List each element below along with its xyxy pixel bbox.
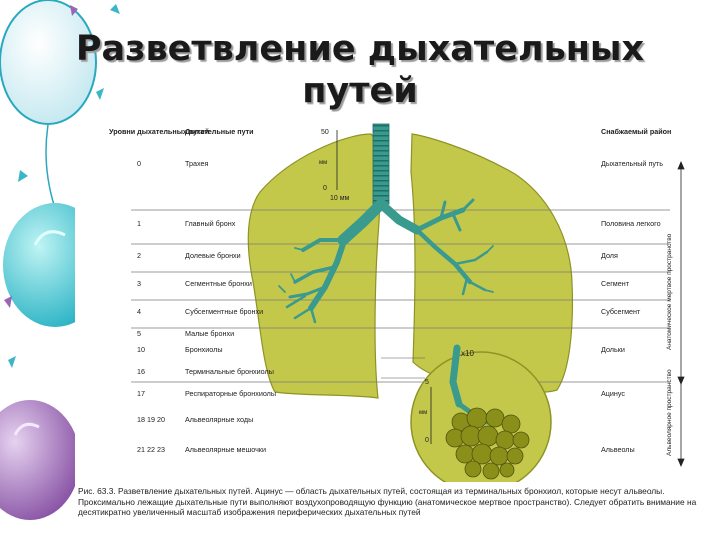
row-region: Дыхательный путь [601,159,663,168]
row-airway: Малые бронхи [185,329,234,338]
inset-scale-top: 5 [425,379,429,386]
title-line-1: Разветвление дыхательных [75,29,645,69]
alveoli-cluster [445,407,530,480]
row-level: 10 [137,345,145,354]
row-level: 0 [137,159,141,168]
scale-zero: 0 [323,185,327,192]
title-line-2: путей [302,71,418,111]
header-levels: Уровни дыхательных путей [109,127,209,136]
header-supply: Снабжаемый район [601,127,671,136]
trachea [372,123,390,205]
row-level: 18 19 20 [137,415,165,424]
row-airway: Альвеолярные ходы [185,415,253,424]
row-level: 16 [137,367,145,376]
magnified-acinus-inset: x10 5 мм 0 [410,344,552,482]
row-region: Сегмент [601,279,630,288]
row-airway: Бронхиолы [185,345,223,354]
row-level: 21 22 23 [137,445,165,454]
scale-bar: 50 мм 0 10 мм [319,129,350,202]
row-airway: Сегментные бронхи [185,279,252,288]
row-region: Дольки [601,345,625,354]
alveolar-space-label: Альвеолярное пространство [666,369,673,456]
scale-top: 50 [321,129,329,136]
row-region: Субсегмент [601,307,641,316]
inset-scale-zero: 0 [425,437,429,444]
page-title: Разветвление дыхательных путей [40,28,680,112]
row-separators [131,209,670,383]
row-level: 1 [137,219,141,228]
row-level: 2 [137,251,141,260]
right-lung [247,133,381,399]
row-level: 17 [137,389,145,398]
row-labels: 0 Трахея Дыхательный путь 1 Главный бронх Пол… [137,159,663,454]
row-region: Альвеолы [601,445,635,454]
row-airway: Терминальные бронхиолы [185,367,274,376]
balloon-icon [0,400,80,520]
row-level: 4 [137,307,141,316]
column-headers: Уровни дыхательных путей Дыхательные пут… [109,127,671,136]
bronchial-tree [278,123,494,324]
row-airway: Респираторные бронхиолы [185,389,276,398]
airway-branching-figure: x10 5 мм 0 50 мм 0 10 мм Уровни дыхатель… [75,122,720,540]
inset-scale-unit: мм [419,410,427,416]
scale-unit: мм [319,160,327,166]
row-region: Ацинус [601,389,625,398]
row-airway: Альвеолярные мешочки [185,445,266,454]
row-airway: Субсегментные бронхи [185,307,263,316]
figure-caption: Рис. 63.3. Разветвление дыхательных путе… [78,486,697,517]
anatomic-dead-space-label: Анатомическое мертвое пространство [666,233,673,350]
zoom-label: x10 [461,349,474,358]
row-airway: Долевые бронхи [185,251,241,260]
row-airway: Главный бронх [185,219,236,228]
row-airway: Трахея [185,159,208,168]
row-level: 5 [137,329,141,338]
airway-diagram: x10 5 мм 0 50 мм 0 10 мм Уровни дыхатель… [109,123,685,482]
row-level: 3 [137,279,141,288]
row-region: Половина легкого [601,219,661,228]
row-region: Доля [601,251,618,260]
scale-bottom: 10 мм [330,195,350,202]
dead-space-brackets [677,160,685,468]
header-airways: Дыхательные пути [185,127,254,136]
